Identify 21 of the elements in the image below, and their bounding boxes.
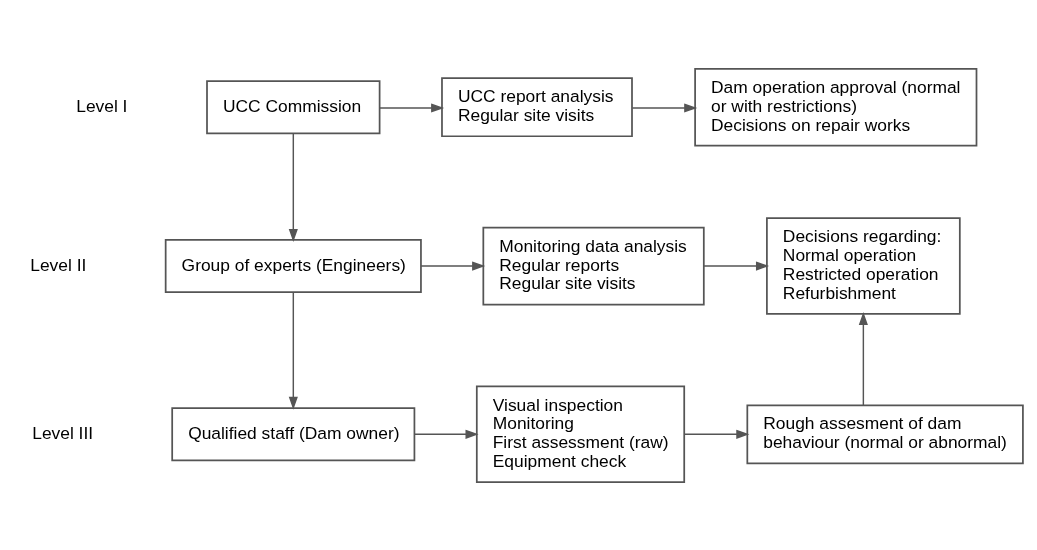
node-box: Qualified staff (Dam owner) xyxy=(171,406,416,461)
node-box: Dam operation approval (normal or with restrictions) Decisions on repair works xyxy=(694,67,978,147)
label: Level III xyxy=(32,422,94,443)
node-box: Monitoring data analysis Regular reports Regular site visits xyxy=(482,226,705,305)
arrow xyxy=(379,102,445,113)
node-box: Visual inspection Monitoring First assessment (raw) Equipment check xyxy=(475,385,686,483)
arrow xyxy=(288,291,298,410)
arrow xyxy=(631,102,698,113)
node-box: Group of experts (Engineers) xyxy=(164,238,422,293)
arrow xyxy=(703,261,770,271)
arrow xyxy=(413,429,479,439)
node-box: UCC Commission xyxy=(206,79,381,134)
node-box: UCC report analysis Regular site visits xyxy=(441,76,633,137)
node-box: Rough assesment of dam behaviour (normal or abnormal) xyxy=(746,403,1024,464)
label: Level I xyxy=(76,95,128,116)
arrow xyxy=(420,261,486,271)
label: Level II xyxy=(30,254,87,275)
arrow xyxy=(858,311,868,406)
arrow xyxy=(288,132,298,242)
node-box: Decisions regarding: Normal operation Restricted operation Refurbishment xyxy=(766,216,961,315)
arrow xyxy=(683,429,750,439)
